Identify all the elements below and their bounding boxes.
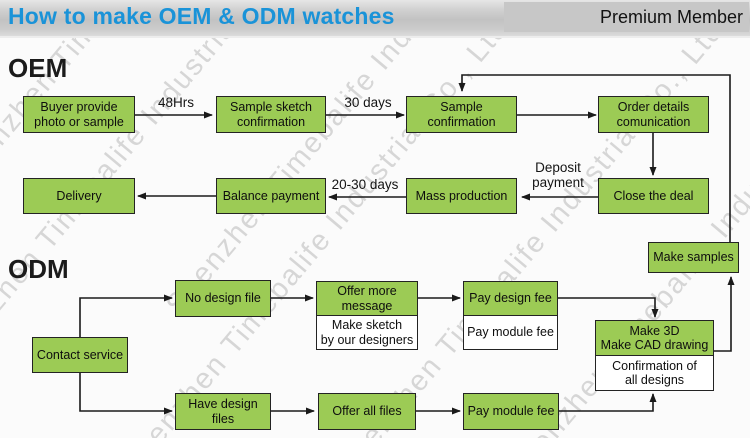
node-pay-module-fee: Pay module fee (463, 393, 559, 430)
node-balance-payment: Balance payment (216, 178, 326, 214)
node-have-design-files: Have design files (175, 393, 271, 430)
node-contact-service: Contact service (32, 337, 128, 373)
node-confirmation-all-designs: Confirmation of all designs (596, 356, 713, 390)
node-close-the-deal: Close the deal (598, 178, 709, 214)
node-order-details-comunication: Order details comunication (598, 96, 709, 133)
edge-label-20-30days: 20-30 days (331, 177, 399, 192)
page-title: How to make OEM & ODM watches (8, 3, 395, 29)
node-offer-more-message-main: Offer more message (317, 282, 417, 316)
node-mass-production: Mass production (406, 178, 517, 214)
node-offer-all-files: Offer all files (318, 393, 416, 430)
node-pay-design-fee-main: Pay design fee (464, 282, 557, 316)
node-pay-module-fee-sub: Pay module fee (464, 316, 557, 349)
node-offer-more-message: Offer more message Make sketch by our de… (316, 281, 418, 350)
node-sample-confirmation: Sample confirmation (406, 96, 517, 133)
edge-label-48hrs: 48Hrs (157, 95, 194, 110)
edge-label-30days: 30 days (344, 95, 392, 110)
node-make-sketch-by-designers: Make sketch by our designers (317, 316, 417, 349)
arrow-makesamples-to-sampleconf (458, 74, 731, 242)
premium-member-badge: Premium Member (504, 2, 749, 32)
node-sample-sketch-confirmation: Sample sketch confirmation (216, 96, 326, 133)
node-no-design-file: No design file (175, 280, 271, 317)
edge-label-deposit-payment: Deposit payment (532, 160, 584, 191)
header-bar: How to make OEM & ODM watches Premium Me… (0, 0, 750, 38)
arrow-make3d-to-makesamples (714, 276, 735, 352)
premium-member-label: Premium Member (599, 6, 743, 27)
node-buyer-provide: Buyer provide photo or sample (23, 96, 135, 133)
arrow-contact-to-nodesign (79, 294, 173, 337)
arrow-paydesign-to-make3d (558, 297, 659, 318)
odm-section-label: ODM (8, 254, 69, 284)
node-delivery: Delivery (23, 178, 135, 214)
oem-section-label: OEM (8, 53, 68, 83)
arrow-contact-to-havedesign (79, 373, 173, 415)
arrow-paymodule-to-confirmation (559, 393, 657, 412)
node-make-3d-cad-main: Make 3D Make CAD drawing (596, 321, 713, 356)
node-make-samples: Make samples (648, 242, 739, 273)
node-make-3d-cad: Make 3D Make CAD drawing Confirmation of… (595, 320, 714, 391)
node-pay-design-fee: Pay design fee Pay module fee (463, 281, 558, 350)
